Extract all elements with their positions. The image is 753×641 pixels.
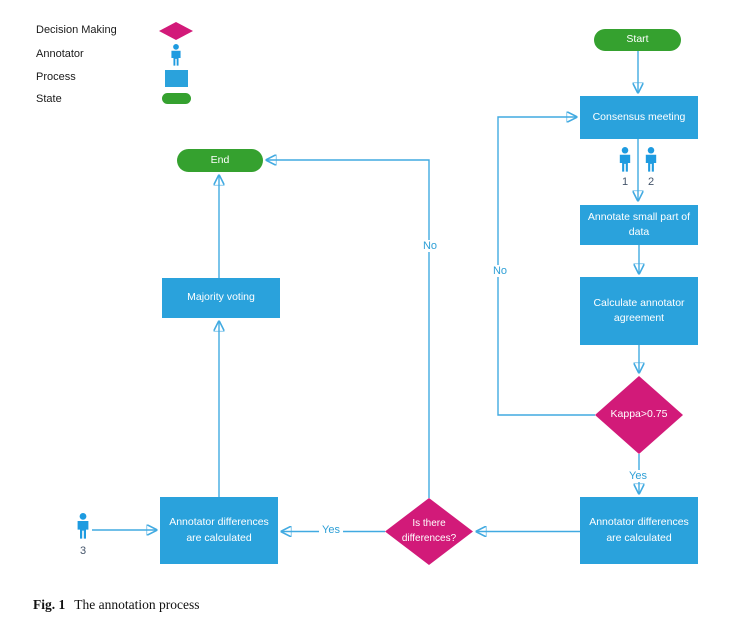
node-start: Start [594, 29, 681, 51]
annotator-2-icon [644, 147, 658, 172]
edge-label-kappa-no: No [489, 265, 511, 277]
node-annotator-differences-left: Annotator differences are calculated [160, 497, 278, 564]
figure-caption-text: The annotation process [74, 597, 200, 612]
legend-label-annotator: Annotator [36, 48, 84, 60]
edge-kappa-consensus-no [497, 117, 595, 416]
annotator-person-icon [170, 44, 182, 71]
annotator-1-icon [618, 147, 632, 172]
node-consensus-meeting: Consensus meeting [580, 96, 698, 139]
figure-caption-number: Fig. 1 [33, 597, 66, 612]
annotator-3-label: 3 [79, 545, 87, 557]
legend-label-state: State [36, 93, 62, 105]
figure-caption: Fig. 1 The annotation process [33, 597, 199, 613]
annotator-2-label: 2 [647, 176, 655, 188]
edge-label-isthere-yes: Yes [319, 524, 343, 536]
legend-label-decision-making: Decision Making [36, 24, 117, 36]
process-rect-icon [165, 70, 188, 87]
annotator-3-icon [76, 513, 90, 539]
state-pill-icon [162, 93, 191, 104]
node-annotator-differences-right: Annotator differences are calculated [580, 497, 698, 564]
decision-diamond-icon [159, 22, 193, 40]
edge-isthere-end-no [266, 160, 430, 498]
node-end: End [177, 149, 263, 172]
edge-label-kappa-yes: Yes [626, 470, 650, 482]
edge-label-isthere-no: No [419, 240, 441, 252]
legend-label-process: Process [36, 71, 76, 83]
node-majority-voting: Majority voting [162, 278, 280, 318]
annotator-1-label: 1 [621, 176, 629, 188]
node-annotate-small-part: Annotate small part of data [580, 205, 698, 245]
node-calculate-agreement: Calculate annotator agreement [580, 277, 698, 345]
